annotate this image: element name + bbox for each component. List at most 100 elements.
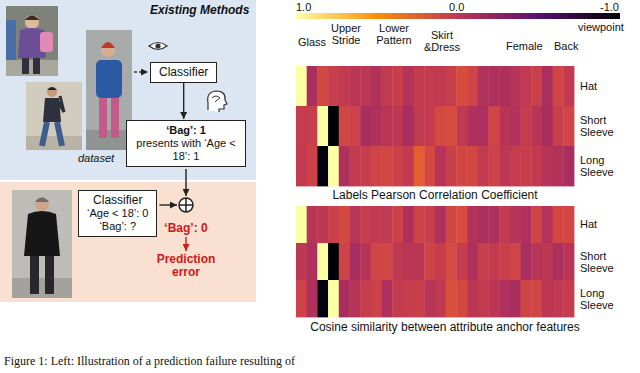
sum-symbol bbox=[179, 198, 193, 212]
heatmap-cell bbox=[414, 146, 425, 186]
wire-group bbox=[159, 169, 186, 251]
heatmap-cell bbox=[435, 146, 446, 186]
heatmap-cell bbox=[488, 206, 499, 243]
heatmap-cell bbox=[382, 243, 393, 280]
heatmap-cell bbox=[296, 106, 307, 146]
heatmap-cell bbox=[339, 243, 350, 280]
heatmap-cell bbox=[382, 206, 393, 243]
heatmap-cell bbox=[424, 146, 435, 186]
heatmap-cell bbox=[392, 243, 403, 280]
heatmap-cell bbox=[349, 280, 360, 317]
dataset-photo bbox=[42, 122, 62, 146]
panel-background bbox=[0, 182, 256, 302]
heatmap-cell bbox=[296, 243, 307, 280]
heatmap-cell bbox=[488, 66, 499, 106]
heatmap-cell bbox=[349, 66, 360, 106]
row-label: Long Sleeve bbox=[580, 154, 630, 178]
heatmap-cell bbox=[371, 206, 382, 243]
heatmap-cell bbox=[296, 280, 307, 317]
co-occurrence-note: presents with ‘Age < 18’: 1 bbox=[135, 137, 237, 163]
heatmap-cell bbox=[382, 280, 393, 317]
person-photo bbox=[30, 256, 39, 294]
heatmap-cell bbox=[542, 206, 553, 243]
heatmap-cell bbox=[499, 106, 510, 146]
column-label: Female bbox=[506, 40, 543, 52]
dataset-photo bbox=[58, 96, 64, 112]
heatmap-cell bbox=[371, 66, 382, 106]
heatmap-cell bbox=[414, 243, 425, 280]
heatmap-cell bbox=[382, 146, 393, 186]
heatmap-cell bbox=[403, 243, 414, 280]
group-label: viewpoint bbox=[578, 21, 624, 33]
heatmap-cell bbox=[467, 280, 478, 317]
dataset-photo bbox=[25, 16, 39, 21]
dataset-photo bbox=[6, 60, 58, 76]
heatmap-cell bbox=[542, 146, 553, 186]
heatmap-cell bbox=[307, 243, 318, 280]
heatmap-cell bbox=[435, 206, 446, 243]
scale-value: -1.0 bbox=[600, 1, 619, 13]
heatmap-cell bbox=[414, 206, 425, 243]
heatmap-cell bbox=[328, 243, 339, 280]
column-label: Glass bbox=[298, 36, 326, 48]
heatmap-cell bbox=[531, 206, 542, 243]
heatmap-cell bbox=[339, 66, 350, 106]
wire-arrow bbox=[159, 204, 177, 205]
scale-value: 0.0 bbox=[449, 1, 464, 13]
heatmap-cell bbox=[499, 280, 510, 317]
dataset-photo bbox=[26, 82, 82, 150]
heatmap-cell bbox=[307, 206, 318, 243]
heatmap-cell bbox=[360, 206, 371, 243]
row-label: Long Sleeve bbox=[580, 287, 630, 311]
heatmap-cell bbox=[317, 146, 328, 186]
heatmap-cell bbox=[446, 206, 457, 243]
brain-icon bbox=[208, 91, 227, 112]
heatmap-cell bbox=[563, 280, 574, 317]
flow-arrow bbox=[183, 83, 184, 119]
heatmap-cell bbox=[360, 66, 371, 106]
dataset-photo bbox=[47, 87, 57, 90]
dataset-photo bbox=[25, 15, 39, 29]
heatmap-cell bbox=[360, 243, 371, 280]
heatmap-cell bbox=[510, 106, 521, 146]
heatmap-cell bbox=[349, 206, 360, 243]
heatmap-cell bbox=[307, 146, 318, 186]
heatmap-cell bbox=[553, 66, 564, 106]
row-label: Hat bbox=[580, 80, 597, 92]
heatmap-cell bbox=[392, 280, 403, 317]
heatmap-cell bbox=[488, 280, 499, 317]
heatmap-cell bbox=[414, 106, 425, 146]
heatmap-cell bbox=[424, 66, 435, 106]
column-label: Back bbox=[554, 40, 578, 52]
heatmap-cell bbox=[456, 280, 467, 317]
heatmap-cell bbox=[296, 66, 307, 106]
brain-icon bbox=[212, 96, 220, 102]
heatmap-cell bbox=[435, 66, 446, 106]
heatmap-cell bbox=[553, 106, 564, 146]
dataset-photo bbox=[33, 58, 40, 74]
heatmap-cell bbox=[553, 146, 564, 186]
heatmap-cell bbox=[521, 243, 532, 280]
heatmap-cell bbox=[424, 280, 435, 317]
heatmap-cell bbox=[424, 243, 435, 280]
heatmap-cell bbox=[317, 206, 328, 243]
row-label: Short Sleeve bbox=[580, 114, 630, 138]
heatmap-cell bbox=[446, 106, 457, 146]
heatmap-cell bbox=[414, 66, 425, 106]
dataset-photo bbox=[40, 32, 53, 52]
heatmap-cell bbox=[317, 280, 328, 317]
sum-symbol bbox=[179, 198, 193, 212]
heatmap-title: Labels Pearson Correlation Coefficient bbox=[296, 188, 574, 202]
eye-icon bbox=[155, 43, 160, 48]
heatmap-cell bbox=[317, 106, 328, 146]
heatmap-cell bbox=[414, 280, 425, 317]
heatmap-cell bbox=[349, 243, 360, 280]
person-photo bbox=[45, 256, 54, 294]
person-photo bbox=[35, 197, 49, 211]
column-label: Skirt &Dress bbox=[422, 29, 462, 53]
heatmap-cell bbox=[435, 280, 446, 317]
heatmap-cell bbox=[446, 66, 457, 106]
heatmap-cell bbox=[521, 146, 532, 186]
dataset-photo bbox=[96, 60, 122, 98]
